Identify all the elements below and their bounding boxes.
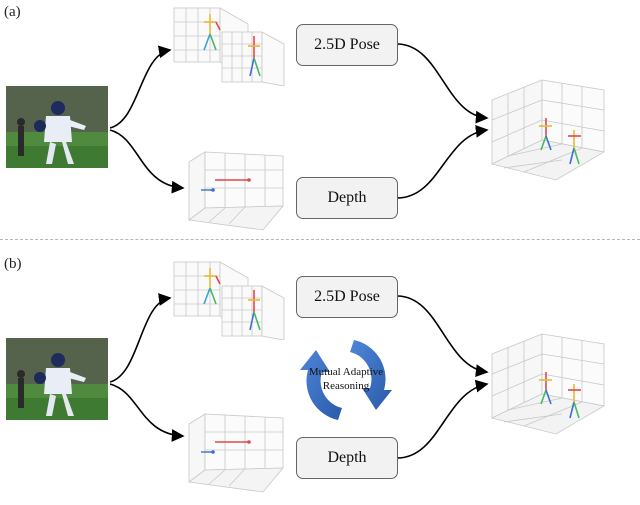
connector-arrows [109, 43, 489, 199]
pose-box: 2.5D Pose [296, 276, 398, 318]
input-photo [6, 86, 108, 168]
reasoning-label-line2: Reasoning [322, 380, 370, 392]
panel-divider [0, 239, 640, 240]
arrow-depth-to-3d [396, 379, 489, 459]
panel-a: (a) [0, 0, 640, 240]
output-3d-plot [484, 324, 614, 439]
reasoning-cycle: Mutual Adaptive Reasoning [296, 330, 396, 435]
pose-box: 2.5D Pose [296, 24, 398, 66]
connector-arrows [109, 293, 489, 459]
arrow-photo-to-depth [109, 129, 185, 194]
arrow-pose-to-3d [396, 295, 489, 378]
3d-pose-plot-icon [173, 261, 285, 340]
3d-pose-plot-icon [173, 7, 285, 86]
reasoning-label: Mutual Adaptive Reasoning [301, 365, 391, 393]
depth-plot [187, 412, 287, 494]
pose-plot-stack [172, 258, 292, 340]
depth-plot-icon [187, 151, 284, 231]
baseball-player-photo-icon [6, 86, 108, 168]
arrow-photo-to-pose [109, 293, 172, 383]
baseball-player-photo-icon [6, 338, 108, 420]
panel-label: (b) [4, 256, 22, 272]
cycle-arrows-icon [300, 340, 392, 420]
panel-b: (b) [0, 252, 640, 505]
depth-plot [187, 150, 287, 232]
arrow-photo-to-pose [109, 45, 172, 129]
depth-plot-icon [187, 413, 284, 493]
arrow-pose-to-3d [396, 43, 489, 124]
depth-box: Depth [296, 177, 398, 219]
pose-plot-stack [172, 4, 292, 86]
input-photo [6, 338, 108, 420]
arrow-depth-to-3d [396, 124, 489, 199]
depth-box: Depth [296, 437, 398, 479]
arrow-photo-to-depth [109, 383, 185, 442]
reasoning-label-line1: Mutual Adaptive [308, 366, 384, 378]
panel-label: (a) [4, 4, 21, 20]
3d-pose-plot-icon [490, 79, 606, 181]
3d-pose-plot-icon [490, 333, 606, 435]
output-3d-plot [484, 70, 614, 185]
